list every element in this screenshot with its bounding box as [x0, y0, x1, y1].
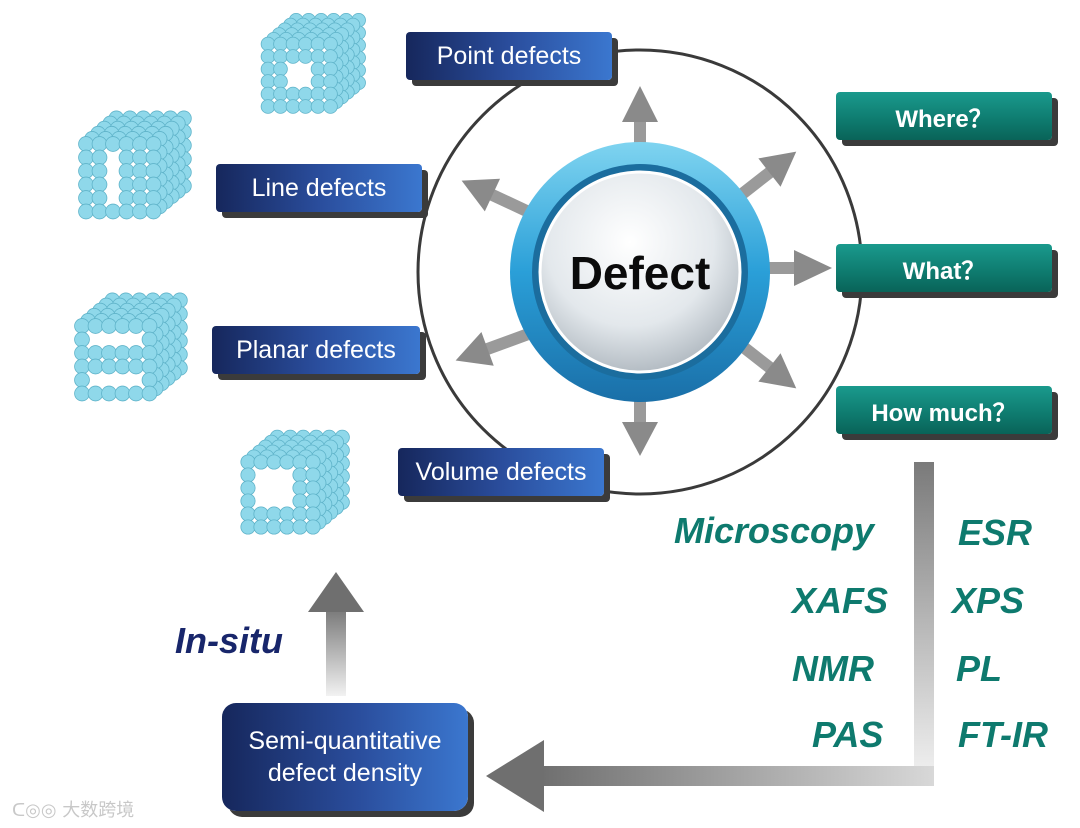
result-line-1: Semi-quantitative: [248, 727, 442, 755]
where-box: Where？: [836, 92, 1052, 140]
in-situ-arrow: [308, 572, 364, 696]
volume-defects-box: Volume defects: [398, 448, 604, 496]
technique-nmr: NMR: [792, 648, 874, 689]
watermark-text: 大数跨境: [62, 800, 135, 821]
technique-xafs: XAFS: [792, 580, 889, 621]
arrow-icon: [455, 328, 530, 366]
watermark: ᑕ◎◎ 大数跨境: [12, 796, 134, 822]
result-line-2: defect density: [267, 759, 423, 787]
what-box: What？: [836, 244, 1052, 292]
center-disc: [538, 170, 742, 374]
line-defects-box: Line defects: [216, 164, 422, 212]
point-defect-cube-icon: [260, 12, 366, 114]
how-much-box: How much？: [836, 386, 1052, 434]
technique-ftir: FT-IR: [958, 714, 1048, 755]
point-defects-box: Point defects: [406, 32, 612, 80]
volume-defect-cube-icon: [240, 429, 350, 535]
planar-defects-box: Planar defects: [212, 326, 420, 374]
in-situ-label: In-situ: [175, 620, 283, 661]
line-defect-cube-icon: [78, 110, 192, 220]
arrow-icon: [461, 178, 534, 219]
arrow-icon: [760, 250, 832, 286]
planar-defect-cube-icon: [74, 292, 188, 402]
center-label: Defect: [569, 247, 711, 299]
technique-pas: PAS: [812, 714, 884, 755]
technique-pl: PL: [956, 648, 1003, 689]
technique-esr: ESR: [958, 512, 1033, 553]
technique-microscopy: Microscopy: [674, 510, 875, 551]
result-box: Semi-quantitative defect density: [222, 703, 468, 811]
connector-arrow: [486, 462, 934, 812]
technique-xps: XPS: [952, 580, 1025, 621]
watermark-logo-icon: ᑕ◎◎: [12, 800, 57, 821]
